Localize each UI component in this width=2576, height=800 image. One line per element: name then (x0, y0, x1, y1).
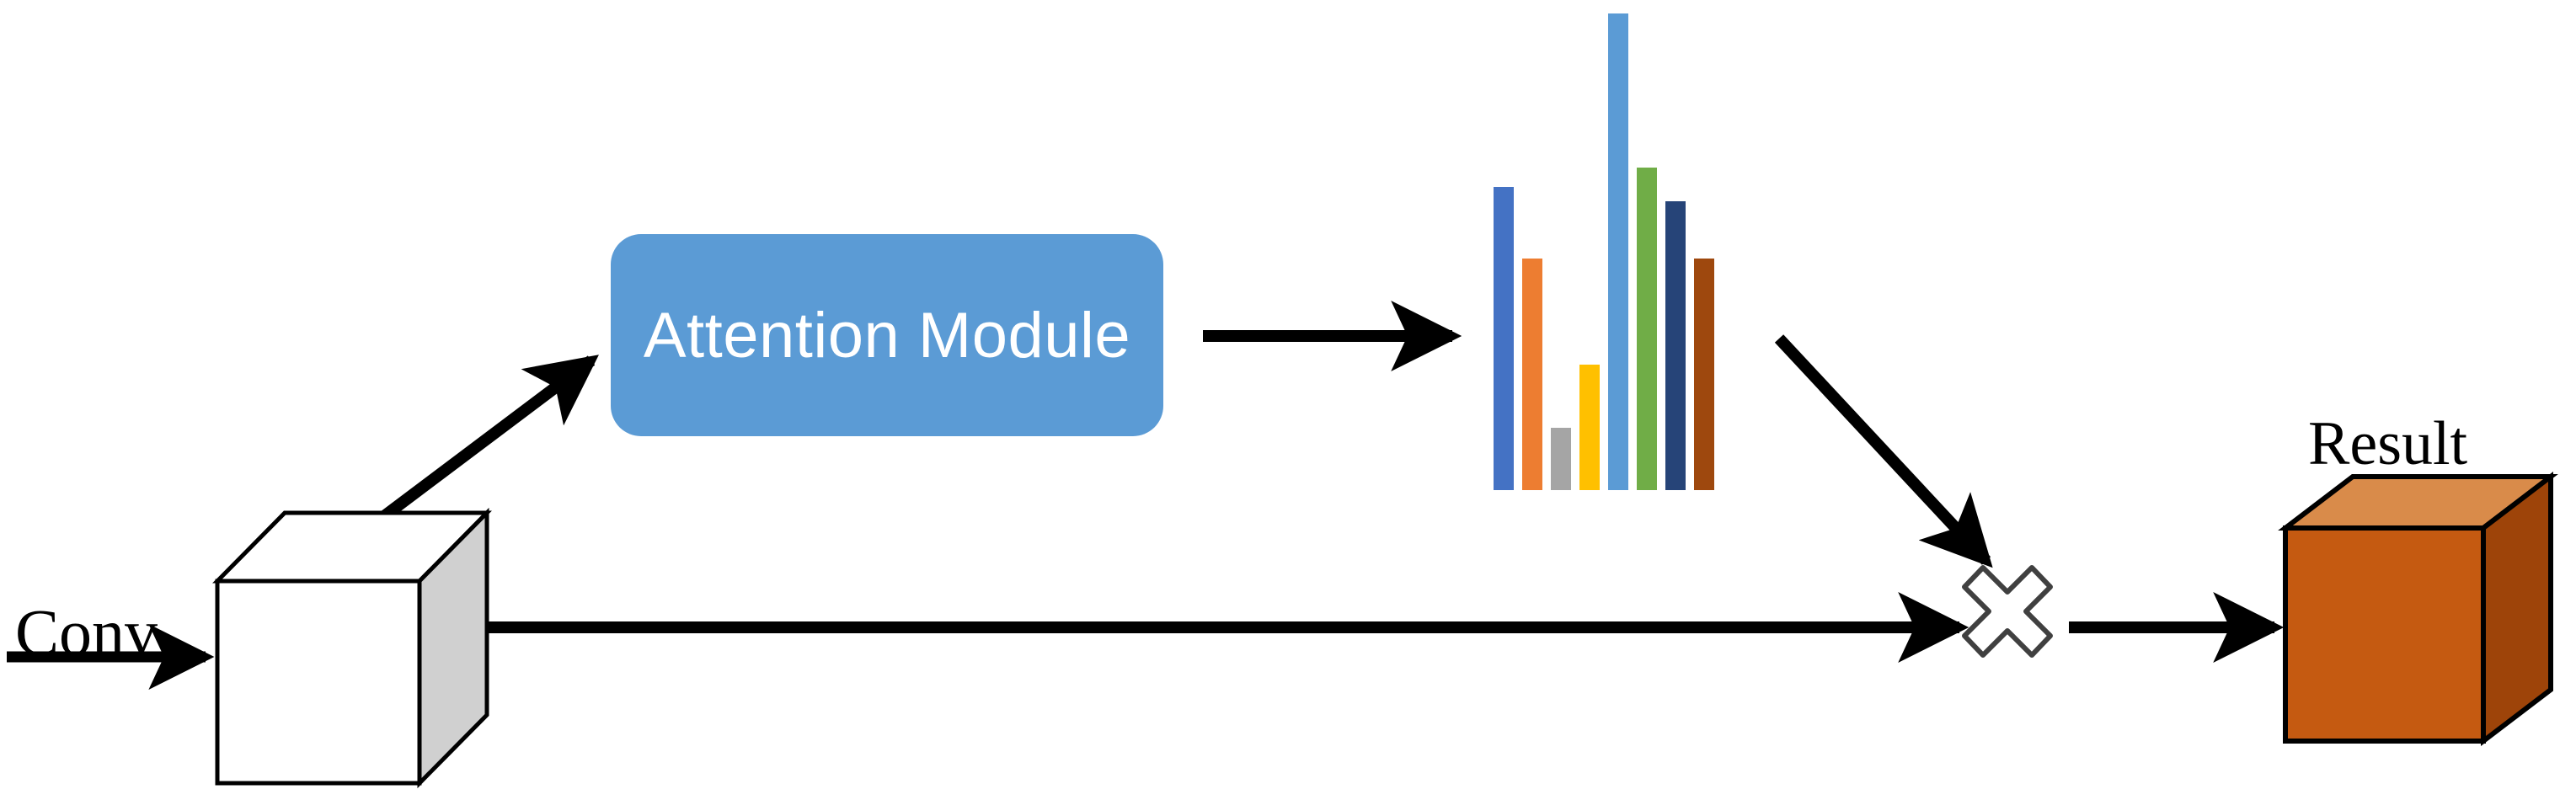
bar-light-blue (1607, 13, 1629, 490)
bar-blue (1493, 186, 1515, 490)
result-label: Result (2308, 409, 2468, 478)
result-cube-front-face (2283, 525, 2486, 744)
feature-cube-front-face (215, 579, 422, 786)
attention-module-label: Attention Module (643, 299, 1131, 371)
edge-cube-to-attention (380, 355, 599, 521)
bar-dark-blue (1665, 200, 1686, 490)
attention-module-box[interactable]: Attention Module (611, 234, 1163, 436)
conv-label: Conv (15, 595, 158, 669)
bar-gray (1550, 427, 1572, 490)
bar-dark-orange (1693, 259, 1715, 490)
multiply-cross-icon[interactable] (1962, 565, 2053, 658)
edge-weights-to-multiply (1774, 334, 1993, 568)
bar-green (1636, 167, 1658, 490)
bar-orange (1521, 259, 1543, 490)
attention-weights-bar-chart (1489, 8, 1718, 490)
bar-yellow (1579, 365, 1601, 490)
